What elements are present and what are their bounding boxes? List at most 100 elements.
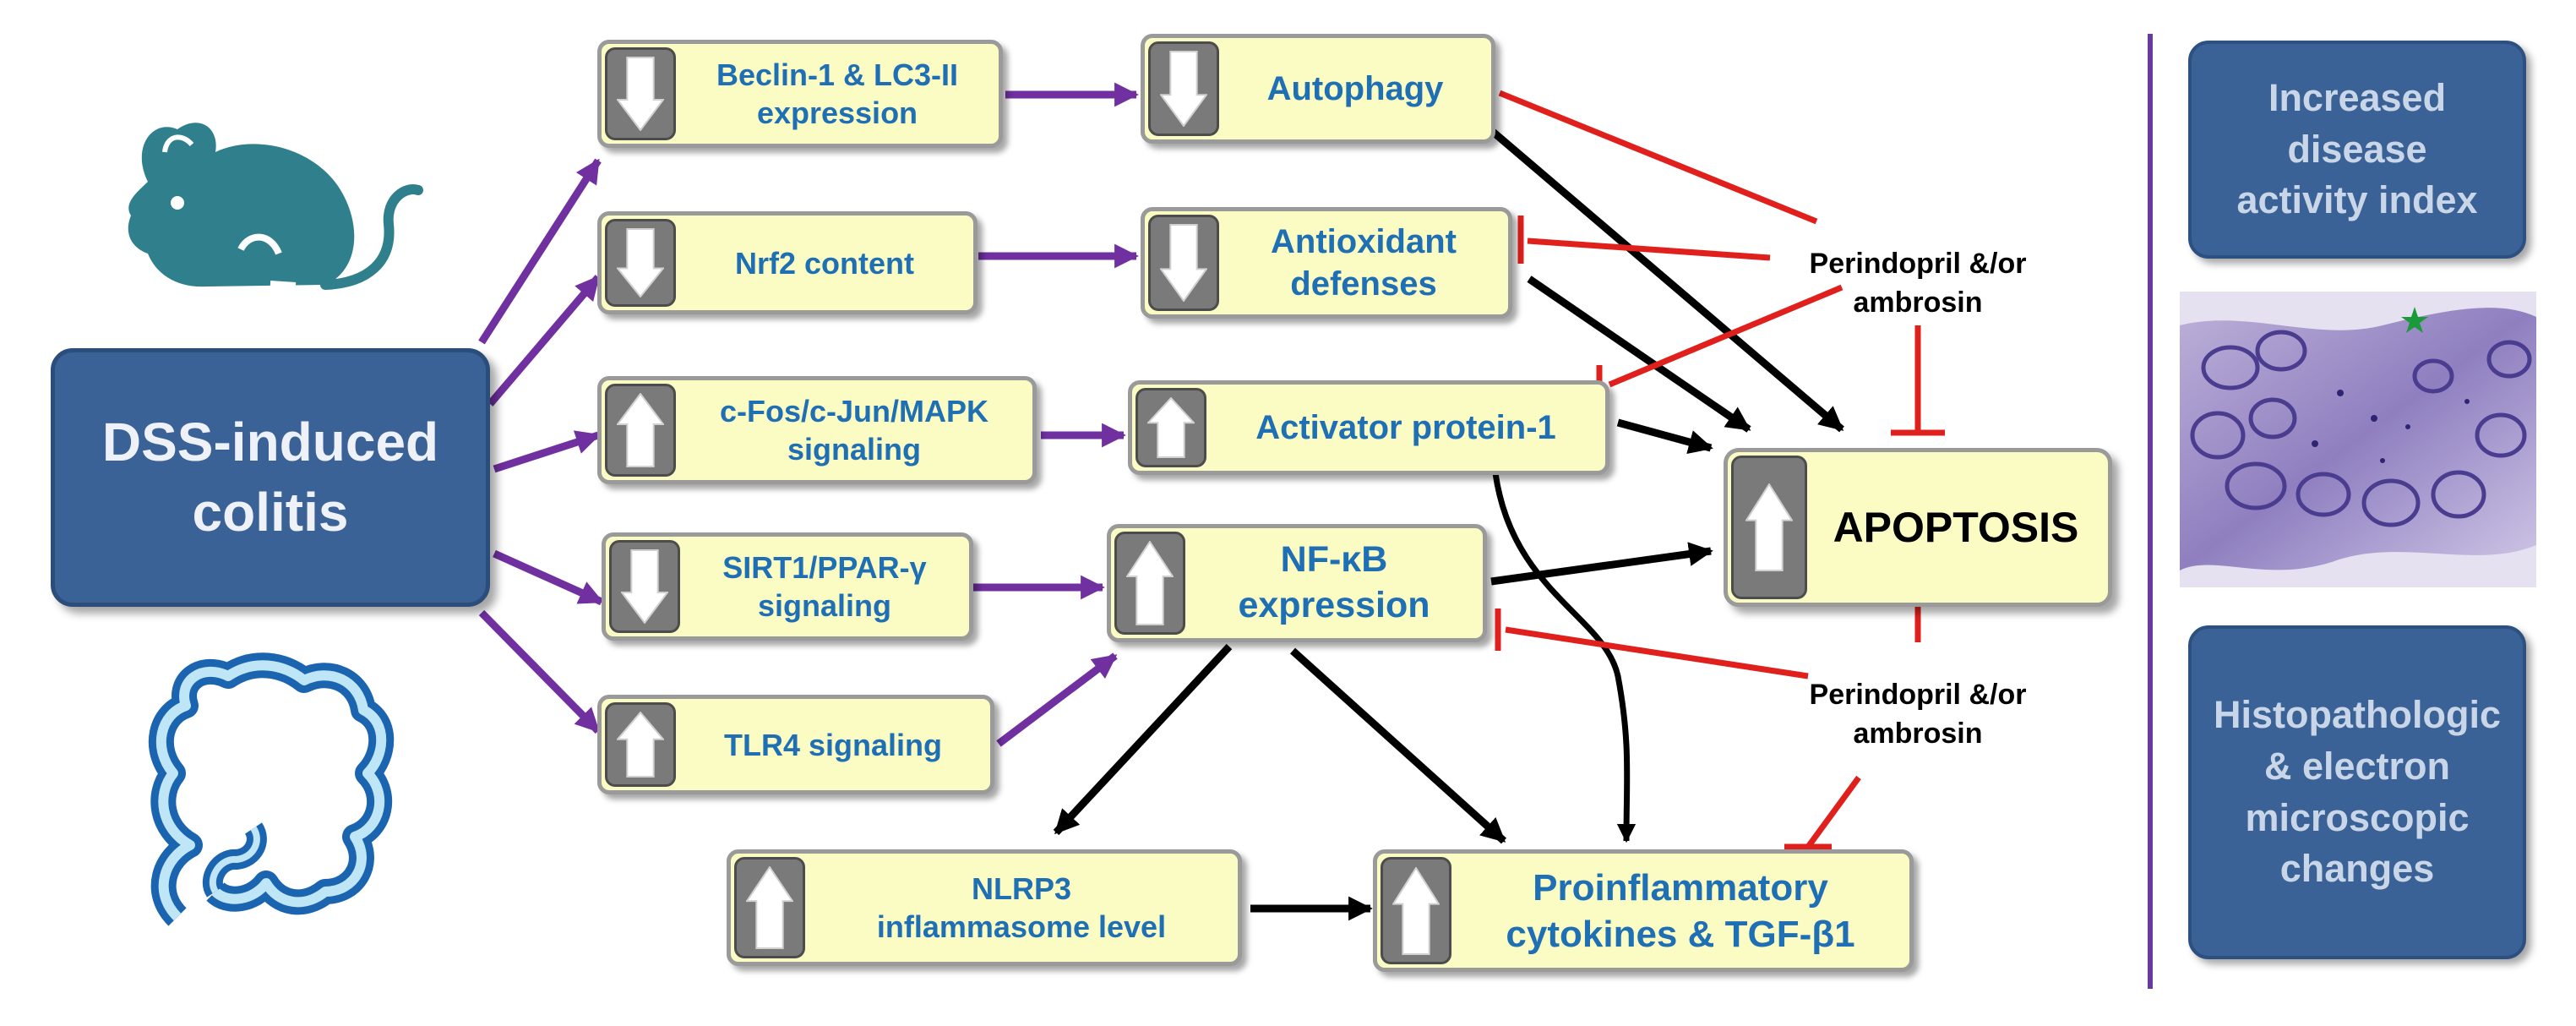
up-arrow-glyph <box>1745 483 1793 571</box>
nrf2-node: Nrf2 content <box>597 211 978 314</box>
nfkb-line-2: expression <box>1238 585 1430 625</box>
drug-top-line-1: Perindopril &/or <box>1809 248 2027 280</box>
cytokines-line-1: Proinflammatory <box>1533 866 1828 909</box>
up-arrow-icon <box>1731 456 1807 599</box>
down-arrow-glyph <box>1160 51 1207 127</box>
arrow-trigger-tlr4 <box>478 609 602 734</box>
ap1-label: Activator protein-1 <box>1215 385 1597 471</box>
up-arrow-icon <box>605 384 676 477</box>
up-arrow-glyph <box>1392 866 1440 955</box>
inhibition-lines <box>1484 68 1945 850</box>
inhibit-top-autophagy <box>1498 90 1818 225</box>
tlr4-label: TLR4 signaling <box>684 699 982 790</box>
disease-activity-box: Increased disease activity index <box>2188 41 2526 259</box>
arrow-trigger-beclin <box>478 158 602 345</box>
disease-activity-text: Increased disease activity index <box>2236 73 2477 226</box>
inhibit-top-ap1 <box>1608 284 1844 388</box>
up-arrow-shape <box>746 866 793 949</box>
side1-line-1: Increased <box>2268 75 2447 119</box>
colon-icon <box>148 652 395 926</box>
down-arrow-icon <box>609 540 680 633</box>
arrow-ap1-cytokines <box>1492 472 1637 843</box>
down-arrow-shape <box>1160 51 1207 127</box>
arrow-autophagy-apoptosis <box>1484 123 1844 433</box>
cytokines-line-2: cytokines & TGF-β1 <box>1506 913 1855 955</box>
cfos-line-2: signaling <box>787 432 921 467</box>
arrow-nfkb-cytokines <box>1289 647 1507 844</box>
arrow-nfkb-nlrp3 <box>1053 643 1233 836</box>
up-arrow-glyph <box>1126 541 1174 625</box>
drug-label-top: Perindopril &/or ambrosin <box>1766 245 2070 323</box>
side2-line-3: microscopic <box>2245 795 2470 839</box>
up-arrow-glyph <box>617 712 664 778</box>
up-arrow-glyph <box>617 393 664 467</box>
nlrp3-line-2: inflammasome level <box>876 909 1167 944</box>
arrow-tlr4-nfkb <box>996 652 1118 747</box>
mouse-icon <box>128 123 423 290</box>
up-arrow-shape <box>1745 483 1793 571</box>
down-arrow-shape <box>621 549 668 624</box>
apoptosis-label: APOPTOSIS <box>1833 503 2079 551</box>
down-arrow-icon <box>1148 215 1219 311</box>
side2-line-4: changes <box>2279 847 2435 891</box>
up-arrow-shape <box>1392 866 1440 955</box>
beclin-label: Beclin-1 & LC3-II expression <box>684 44 990 144</box>
nfkb-line-1: NF-κB <box>1280 539 1388 581</box>
arrow-ap1-apoptosis <box>1616 418 1713 455</box>
arrow-trigger-sirt1 <box>493 549 604 606</box>
side2-line-2: & electron <box>2263 744 2451 788</box>
tlr4-line-1: TLR4 signaling <box>723 727 942 762</box>
dss-colitis-label: DSS-induced colitis <box>102 407 438 548</box>
sirt1-line-1: SIRT1/PPAR-γ <box>722 550 927 585</box>
down-arrow-glyph <box>617 228 664 297</box>
up-arrow-shape <box>1147 397 1195 458</box>
antioxidant-line-2: defenses <box>1290 265 1437 303</box>
down-arrow-icon <box>1148 41 1219 136</box>
tlr4-node: TLR4 signaling <box>597 695 994 794</box>
up-arrow-glyph <box>746 866 793 949</box>
down-arrow-icon <box>605 219 676 307</box>
down-arrow-shape <box>617 228 664 297</box>
beclin-line-2: expression <box>756 96 918 130</box>
inhibit-bottom-nfkb <box>1505 626 1809 679</box>
cfos-label: c-Fos/c-Jun/MAPK signaling <box>684 380 1024 480</box>
beclin-node: Beclin-1 & LC3-II expression <box>597 40 1003 148</box>
down-arrow-glyph <box>1160 224 1207 302</box>
down-arrow-shape <box>617 57 664 131</box>
up-arrow-shape <box>617 393 664 467</box>
apoptosis-node: APOPTOSIS <box>1724 448 2112 607</box>
up-arrow-glyph <box>1147 397 1195 458</box>
ap1-line-1: Activator protein-1 <box>1255 409 1556 446</box>
side1-line-3: activity index <box>2236 178 2478 222</box>
nrf2-label: Nrf2 content <box>684 216 965 310</box>
inhibit-top-antioxidant <box>1527 237 1771 261</box>
cfos-line-1: c-Fos/c-Jun/MAPK <box>719 394 989 428</box>
up-arrow-shape <box>1126 541 1174 625</box>
side1-line-2: disease <box>2287 127 2427 171</box>
sirt1-line-2: signaling <box>757 588 891 623</box>
autophagy-line-1: Autophagy <box>1266 70 1444 107</box>
autophagy-label: Autophagy <box>1228 38 1483 139</box>
ap1-node: Activator protein-1 <box>1128 380 1609 475</box>
vertical-divider <box>2148 34 2153 989</box>
up-arrow-icon <box>1136 388 1206 467</box>
arrow-trigger-nrf2 <box>487 275 602 407</box>
side2-line-1: Histopathologic <box>2214 693 2501 736</box>
down-arrow-glyph <box>617 57 664 131</box>
up-arrow-icon <box>1381 857 1451 964</box>
drug-top-line-2: ambrosin <box>1853 286 1983 319</box>
arrow-antioxidant-apoptosis <box>1527 276 1751 433</box>
beclin-line-1: Beclin-1 & LC3-II <box>716 57 959 92</box>
dss-colitis-box: DSS-induced colitis <box>51 348 490 607</box>
drug-bottom-line-2: ambrosin <box>1853 717 1983 750</box>
up-arrow-icon <box>734 857 805 958</box>
histology-image <box>2180 292 2536 587</box>
autophagy-node: Autophagy <box>1141 34 1495 144</box>
